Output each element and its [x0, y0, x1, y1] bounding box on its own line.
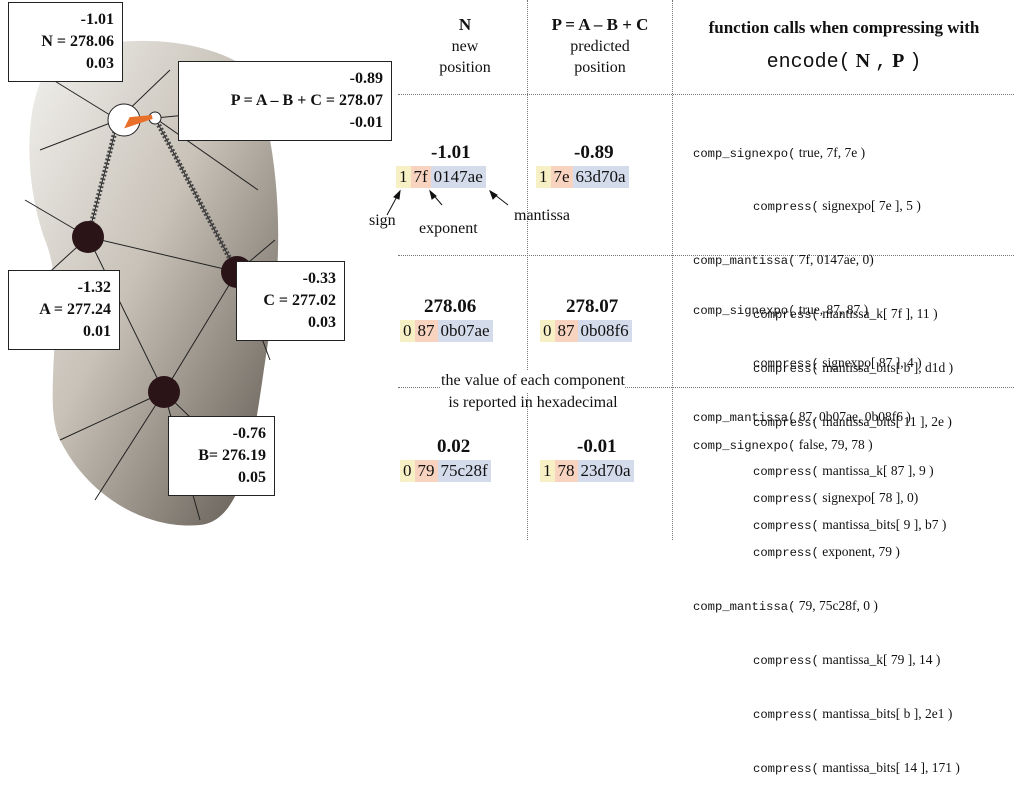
vertex-A [72, 221, 104, 253]
exponent-field: 7e [550, 166, 573, 188]
row2-p-hex: 0 87 0b08f6 [540, 320, 632, 342]
prediction-arrow [124, 115, 153, 129]
sign-field: 1 [396, 166, 411, 188]
vertex-label-C: -0.33 C = 277.02 0.03 [236, 261, 345, 341]
code-line: comp_mantissa( 7f, 0147ae, 0) [693, 252, 874, 269]
vertex-B [148, 376, 180, 408]
sign-field: 0 [540, 320, 555, 342]
exponent-label: exponent [419, 220, 478, 237]
code-line: compress( signexpo[ 78 ], 0) [753, 490, 919, 507]
code-line: compress( mantissa_k[ 7f ], 11 ) [753, 306, 938, 323]
row-divider-3 [398, 387, 1014, 388]
row2-n-hex: 0 87 0b07ae [400, 320, 493, 342]
vertex-label-B: -0.76 B= 276.19 0.05 [168, 416, 275, 496]
mantissa-field: 63d70a [572, 166, 629, 188]
header-predicted-position: P = A – B + C predicted position [551, 15, 649, 76]
row1-n-value: -1.01 [431, 142, 471, 163]
column-divider-2 [672, 0, 673, 540]
mantissa-label: mantissa [514, 207, 570, 224]
vertex-label-N: -1.01 N = 278.06 0.03 [8, 2, 123, 82]
code-line: compress( mantissa_k[ 79 ], 14 ) [753, 652, 941, 669]
code-line: compress( mantissa_bits[ 11 ], 2e ) [753, 414, 952, 431]
row1-p-hex: 1 7e 63d70a [536, 166, 629, 188]
exponent-field: 7f [410, 166, 431, 188]
row1-code: comp_signexpo( true, 7f, 7e ) compress( … [693, 109, 953, 450]
row1-n-hex: 1 7f 0147ae [396, 166, 486, 188]
vertex-label-P: -0.89 P = A – B + C = 278.07 -0.01 [178, 61, 392, 141]
header-encode-call: encode( N , P ) [766, 50, 922, 74]
code-line: compress( exponent, 79 ) [753, 544, 900, 561]
vertex-label-A: -1.32 A = 277.24 0.01 [8, 270, 120, 350]
row1-p-value: -0.89 [574, 142, 614, 163]
code-line: compress( signexpo[ 87 ], 4 ) [753, 355, 922, 372]
sign-label: sign [369, 212, 396, 229]
code-line: comp_mantissa( 87, 0b07ae, 0b08f6 ) [693, 409, 911, 426]
exponent-field: 79 [414, 460, 438, 482]
row3-code: comp_signexpo( false, 79, 78 ) compress(… [693, 401, 960, 796]
code-line: comp_signexpo( false, 79, 78 ) [693, 436, 873, 453]
code-line: compress( mantissa_k[ 87 ], 9 ) [753, 463, 934, 480]
mantissa-field: 0b07ae [437, 320, 493, 342]
code-line: compress( mantissa_bits[ b ], d1d ) [753, 360, 954, 377]
mantissa-field: 75c28f [437, 460, 491, 482]
code-line: comp_signexpo( true, 7f, 7e ) [693, 144, 866, 161]
hex-note: the value of each component is reported … [441, 370, 625, 411]
row3-p-hex: 1 78 23d70a [540, 460, 634, 482]
sign-field: 1 [536, 166, 551, 188]
exponent-field: 78 [554, 460, 578, 482]
code-line: comp_signexpo( true, 87, 87 ) [693, 301, 869, 318]
exponent-field: 87 [414, 320, 438, 342]
code-line: compress( signexpo[ 7e ], 5 ) [753, 198, 921, 215]
prediction-dashes [85, 116, 240, 274]
sign-field: 1 [540, 460, 555, 482]
row3-p-value: -0.01 [577, 436, 617, 457]
code-line: comp_mantissa( 79, 75c28f, 0 ) [693, 598, 878, 615]
code-line: compress( mantissa_bits[ 14 ], 171 ) [753, 759, 960, 776]
row2-code: comp_signexpo( true, 87, 87 ) compress( … [693, 266, 946, 553]
header-new-position: N new position [439, 15, 491, 76]
row-divider-1 [398, 94, 1014, 95]
row3-n-hex: 0 79 75c28f [400, 460, 491, 482]
header-function-calls: function calls when compressing with [708, 18, 980, 37]
column-divider-1 [527, 0, 528, 540]
row2-n-value: 278.06 [424, 296, 477, 317]
mantissa-field: 0b08f6 [577, 320, 632, 342]
row2-p-value: 278.07 [566, 296, 619, 317]
mantissa-field: 0147ae [430, 166, 486, 188]
field-pointer-arrows [386, 189, 509, 216]
row3-n-value: 0.02 [437, 436, 471, 457]
exponent-field: 87 [554, 320, 578, 342]
mantissa-field: 23d70a [577, 460, 634, 482]
sign-field: 0 [400, 460, 415, 482]
sign-field: 0 [400, 320, 415, 342]
code-line: compress( mantissa_bits[ 9 ], b7 ) [753, 517, 947, 534]
code-line: compress( mantissa_bits[ b ], 2e1 ) [753, 706, 953, 723]
surface-shape [29, 40, 279, 526]
row-divider-2 [398, 255, 1014, 256]
